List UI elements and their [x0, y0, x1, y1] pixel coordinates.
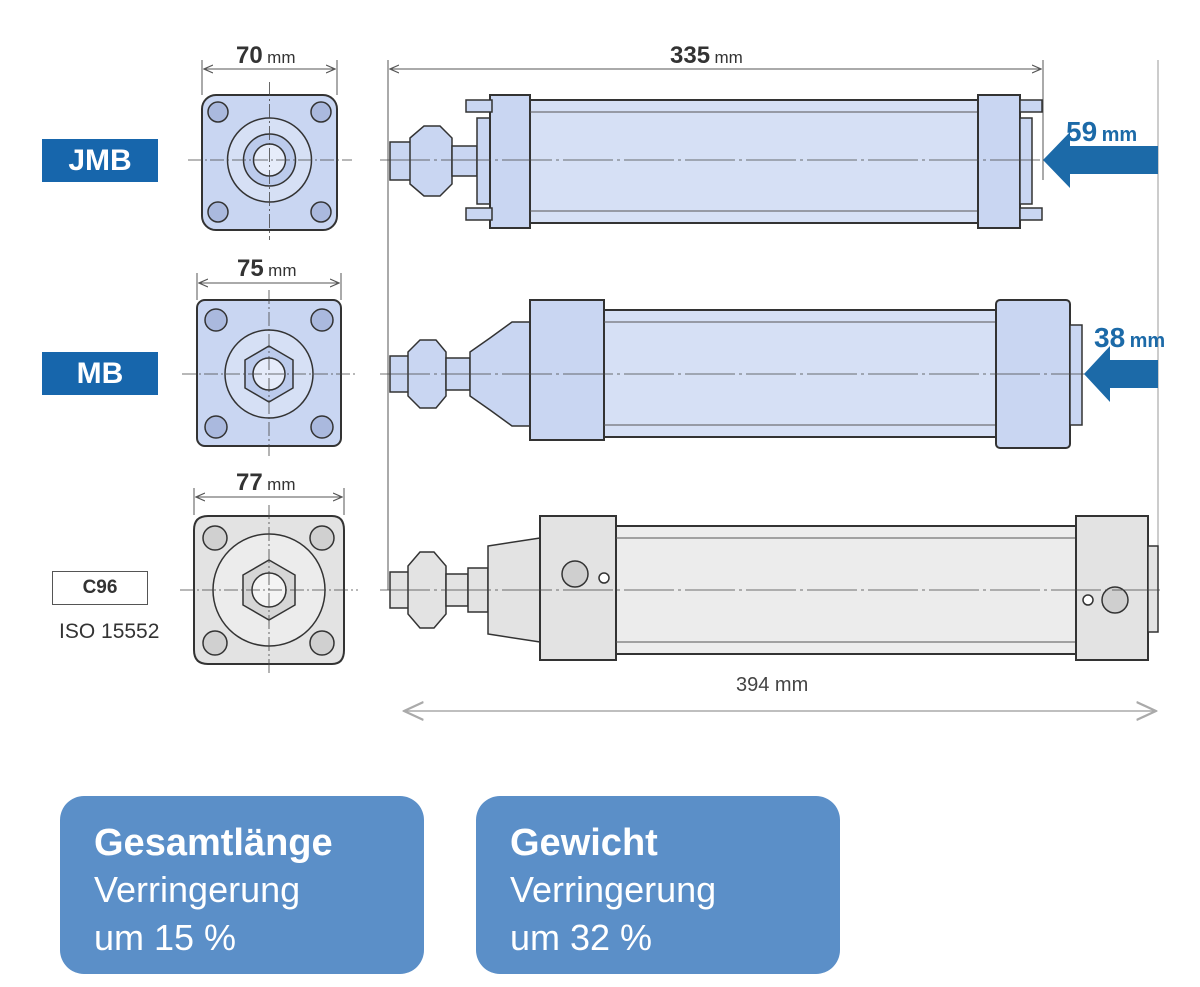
mb-saving-arrow [1084, 346, 1158, 402]
mb-saving-value: 38 [1094, 322, 1126, 353]
jmb-saving-arrow [1043, 132, 1158, 188]
jmb-label: JMB [42, 139, 158, 182]
c96-side-view [380, 515, 1160, 661]
unit-label: mm [268, 261, 297, 280]
iso-standard-label: ISO 15552 [59, 620, 160, 643]
jmb-front-view [188, 60, 352, 240]
jmb-saving-dimension: 59 mm [1066, 116, 1137, 148]
card-line: um 15 % [94, 917, 237, 958]
mb-label: MB [42, 352, 158, 395]
jmb-width-value: 70 [236, 42, 263, 69]
mb-saving-dimension: 38 mm [1094, 322, 1165, 354]
weight-reduction-card: Gewicht Verringerung um 32 % [476, 796, 840, 974]
card-line: Verringerung [94, 869, 301, 910]
card-line: um 32 % [510, 917, 653, 958]
unit-label: mm [267, 48, 296, 67]
unit-label: mm [1129, 330, 1166, 352]
card-title: Gewicht [510, 822, 658, 864]
c96-front-view [180, 488, 358, 675]
length-reduction-card: Gesamtlänge Verringerung um 15 % [60, 796, 424, 974]
card-line: Verringerung [510, 869, 717, 910]
unit-label: mm [267, 475, 296, 494]
mb-width-value: 75 [237, 255, 264, 282]
unit-label: mm [1101, 124, 1138, 146]
length-dimension: 335 mm [670, 42, 743, 70]
c96-width-dimension: 77 mm [236, 469, 295, 497]
mb-front-view [182, 273, 356, 456]
jmb-width-dimension: 70 mm [236, 42, 295, 70]
mb-side-view [380, 299, 1085, 449]
jmb-saving-value: 59 [1066, 116, 1098, 147]
c96-width-value: 77 [236, 469, 263, 496]
mb-width-dimension: 75 mm [237, 255, 296, 283]
unit-label: mm [714, 48, 743, 67]
card-title: Gesamtlänge [94, 822, 333, 864]
total-length-label: 394 mm [736, 674, 809, 696]
c96-label: C96 [52, 571, 148, 605]
jmb-side-view [380, 94, 1045, 229]
length-value: 335 [670, 42, 711, 69]
